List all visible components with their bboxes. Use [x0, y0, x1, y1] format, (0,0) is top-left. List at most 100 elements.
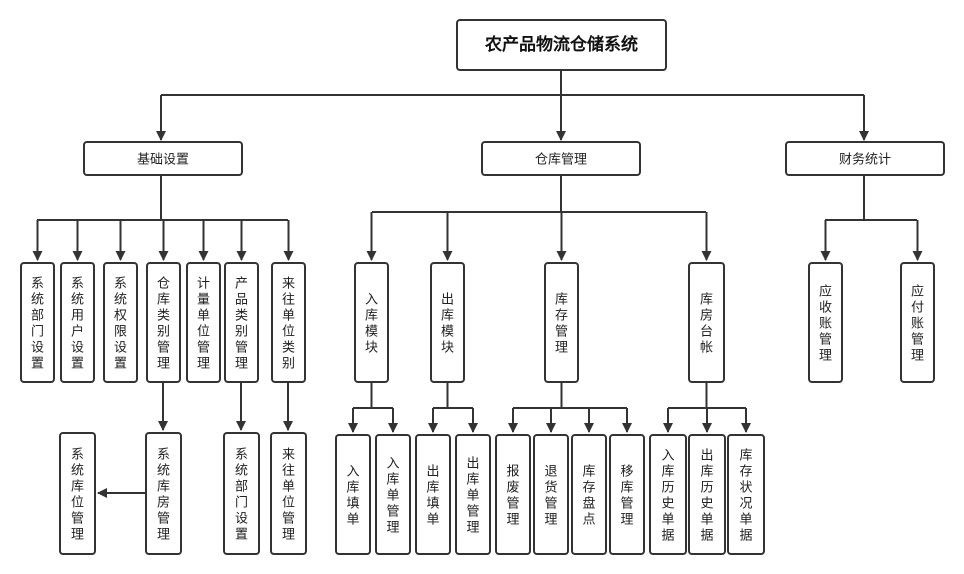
- jichu-child-5-label: 产品类别管理: [235, 277, 248, 372]
- label-char: 理: [555, 341, 568, 356]
- label-char: 付: [911, 301, 924, 316]
- cangku-child-1-box: [430, 262, 465, 383]
- jichu-child-1-label: 系统用户设置: [71, 277, 84, 372]
- label-char: 管: [544, 497, 557, 512]
- label-char: 存: [582, 481, 595, 496]
- cangku-sub-2-2-label: 库存盘点: [582, 464, 595, 528]
- label-char: 填: [426, 497, 439, 512]
- jichu-sub-0-label: 系统库房管理: [157, 448, 170, 543]
- caiwu-child-1-box: [900, 262, 935, 383]
- jichu-child-3: 仓库类别管理: [146, 262, 181, 383]
- jichu-child-1-box: [60, 262, 95, 383]
- label-char: 置: [235, 528, 248, 543]
- label-char: 部: [235, 480, 248, 495]
- label-char: 点: [582, 513, 595, 528]
- jichu-sub-0-box: [145, 432, 182, 555]
- label-char: 单: [282, 480, 295, 495]
- label-char: 据: [739, 529, 752, 544]
- label-char: 单: [426, 513, 439, 528]
- label-char: 库: [426, 480, 439, 496]
- label-char: 往: [282, 293, 295, 308]
- section-caiwu-tongji: 财务统计: [785, 141, 945, 176]
- label-char: 管: [386, 505, 399, 520]
- label-char: 仓: [157, 277, 170, 292]
- label-char: 系: [31, 277, 44, 292]
- cangku-sub-0-1-label: 入库单管理: [386, 457, 399, 536]
- label-char: 据: [661, 529, 674, 544]
- jichu-side-kuwei: 系统库位管理: [59, 432, 96, 555]
- label-char: 类: [235, 309, 248, 324]
- caiwu-child-0-box: [808, 262, 843, 383]
- label-char: 历: [700, 481, 713, 496]
- cangku-sub-3-0-label: 入库历史单据: [661, 449, 674, 544]
- jichu-child-3-box: [146, 262, 181, 383]
- section-cangku-guanli-box: [481, 141, 641, 176]
- label-char: 收: [819, 301, 832, 316]
- cangku-sub-1-1: 出库单管理: [455, 434, 491, 555]
- jichu-child-6-label: 来往单位类别: [282, 277, 295, 372]
- caiwu-child-1: 应付账管理: [900, 262, 935, 383]
- jichu-child-4: 计量单位管理: [186, 262, 221, 383]
- label-char: 理: [235, 357, 248, 372]
- connector-lines: [32, 70, 923, 498]
- label-char: 位: [197, 325, 210, 340]
- section-jichu-shezhi: 基础设置: [83, 141, 243, 176]
- label-char: 设: [235, 512, 248, 527]
- caiwu-child-0-label: 应收账管理: [819, 284, 832, 364]
- label-char: 管: [620, 497, 633, 512]
- label-char: 往: [282, 464, 295, 479]
- label-char: 来: [282, 277, 295, 292]
- label-char: 部: [31, 309, 44, 324]
- label-char: 理: [157, 528, 170, 543]
- label-char: 房: [157, 495, 170, 511]
- root-node: 农产品物流仓储系统: [456, 19, 667, 71]
- label-char: 位: [71, 496, 84, 511]
- label-char: 史: [700, 497, 713, 512]
- label-char: 管: [157, 341, 170, 356]
- label-char: 应: [819, 284, 832, 300]
- jichu-child-5-box: [224, 262, 259, 383]
- label-char: 单: [739, 513, 752, 528]
- cangku-sub-3-2: 库存状况单据: [727, 434, 765, 555]
- root-node-box: [456, 19, 667, 71]
- label-char: 用: [71, 309, 84, 324]
- jichu-sub-0: 系统库房管理: [145, 432, 182, 555]
- label-char: 库: [441, 308, 454, 324]
- label-char: 管: [235, 341, 248, 356]
- jichu-child-0-label: 系统部门设置: [31, 277, 44, 372]
- label-char: 理: [911, 349, 924, 364]
- jichu-child-6: 来往单位类别: [271, 262, 306, 383]
- cangku-sub-1-1-box: [455, 434, 491, 555]
- jichu-sub-1-box: [223, 432, 260, 555]
- label-char: 系: [157, 448, 170, 463]
- label-char: 系: [71, 277, 84, 292]
- label-char: 出: [426, 465, 439, 480]
- label-char: 库: [157, 292, 170, 308]
- label-char: 库: [365, 308, 378, 324]
- cangku-child-0-label: 入库模块: [365, 293, 378, 356]
- label-char: 管: [282, 512, 295, 527]
- label-char: 置: [71, 357, 84, 372]
- label-char: 存: [555, 309, 568, 324]
- cangku-child-3-box: [688, 262, 725, 383]
- jichu-sub-1-label: 系统部门设置: [235, 448, 248, 543]
- jichu-sub-2-box: [270, 432, 307, 555]
- label-char: 类: [282, 341, 295, 356]
- label-char: 限: [114, 325, 127, 340]
- label-char: 理: [157, 357, 170, 372]
- jichu-sub-1: 系统部门设置: [223, 432, 260, 555]
- label-char: 别: [235, 325, 248, 340]
- cangku-sub-2-2-box: [571, 434, 607, 555]
- label-char: 出: [441, 293, 454, 308]
- label-char: 史: [661, 497, 674, 512]
- cangku-sub-2-1: 退货管理: [533, 434, 569, 555]
- cangku-child-0: 入库模块: [354, 262, 389, 383]
- label-char: 出: [466, 457, 479, 472]
- jichu-child-2-label: 系统权限设置: [114, 277, 127, 372]
- label-char: 理: [386, 521, 399, 536]
- label-char: 历: [661, 481, 674, 496]
- cangku-child-2: 库存管理: [544, 262, 579, 383]
- cangku-sub-3-0-box: [649, 434, 687, 555]
- label-char: 块: [441, 341, 454, 356]
- label-char: 理: [71, 528, 84, 543]
